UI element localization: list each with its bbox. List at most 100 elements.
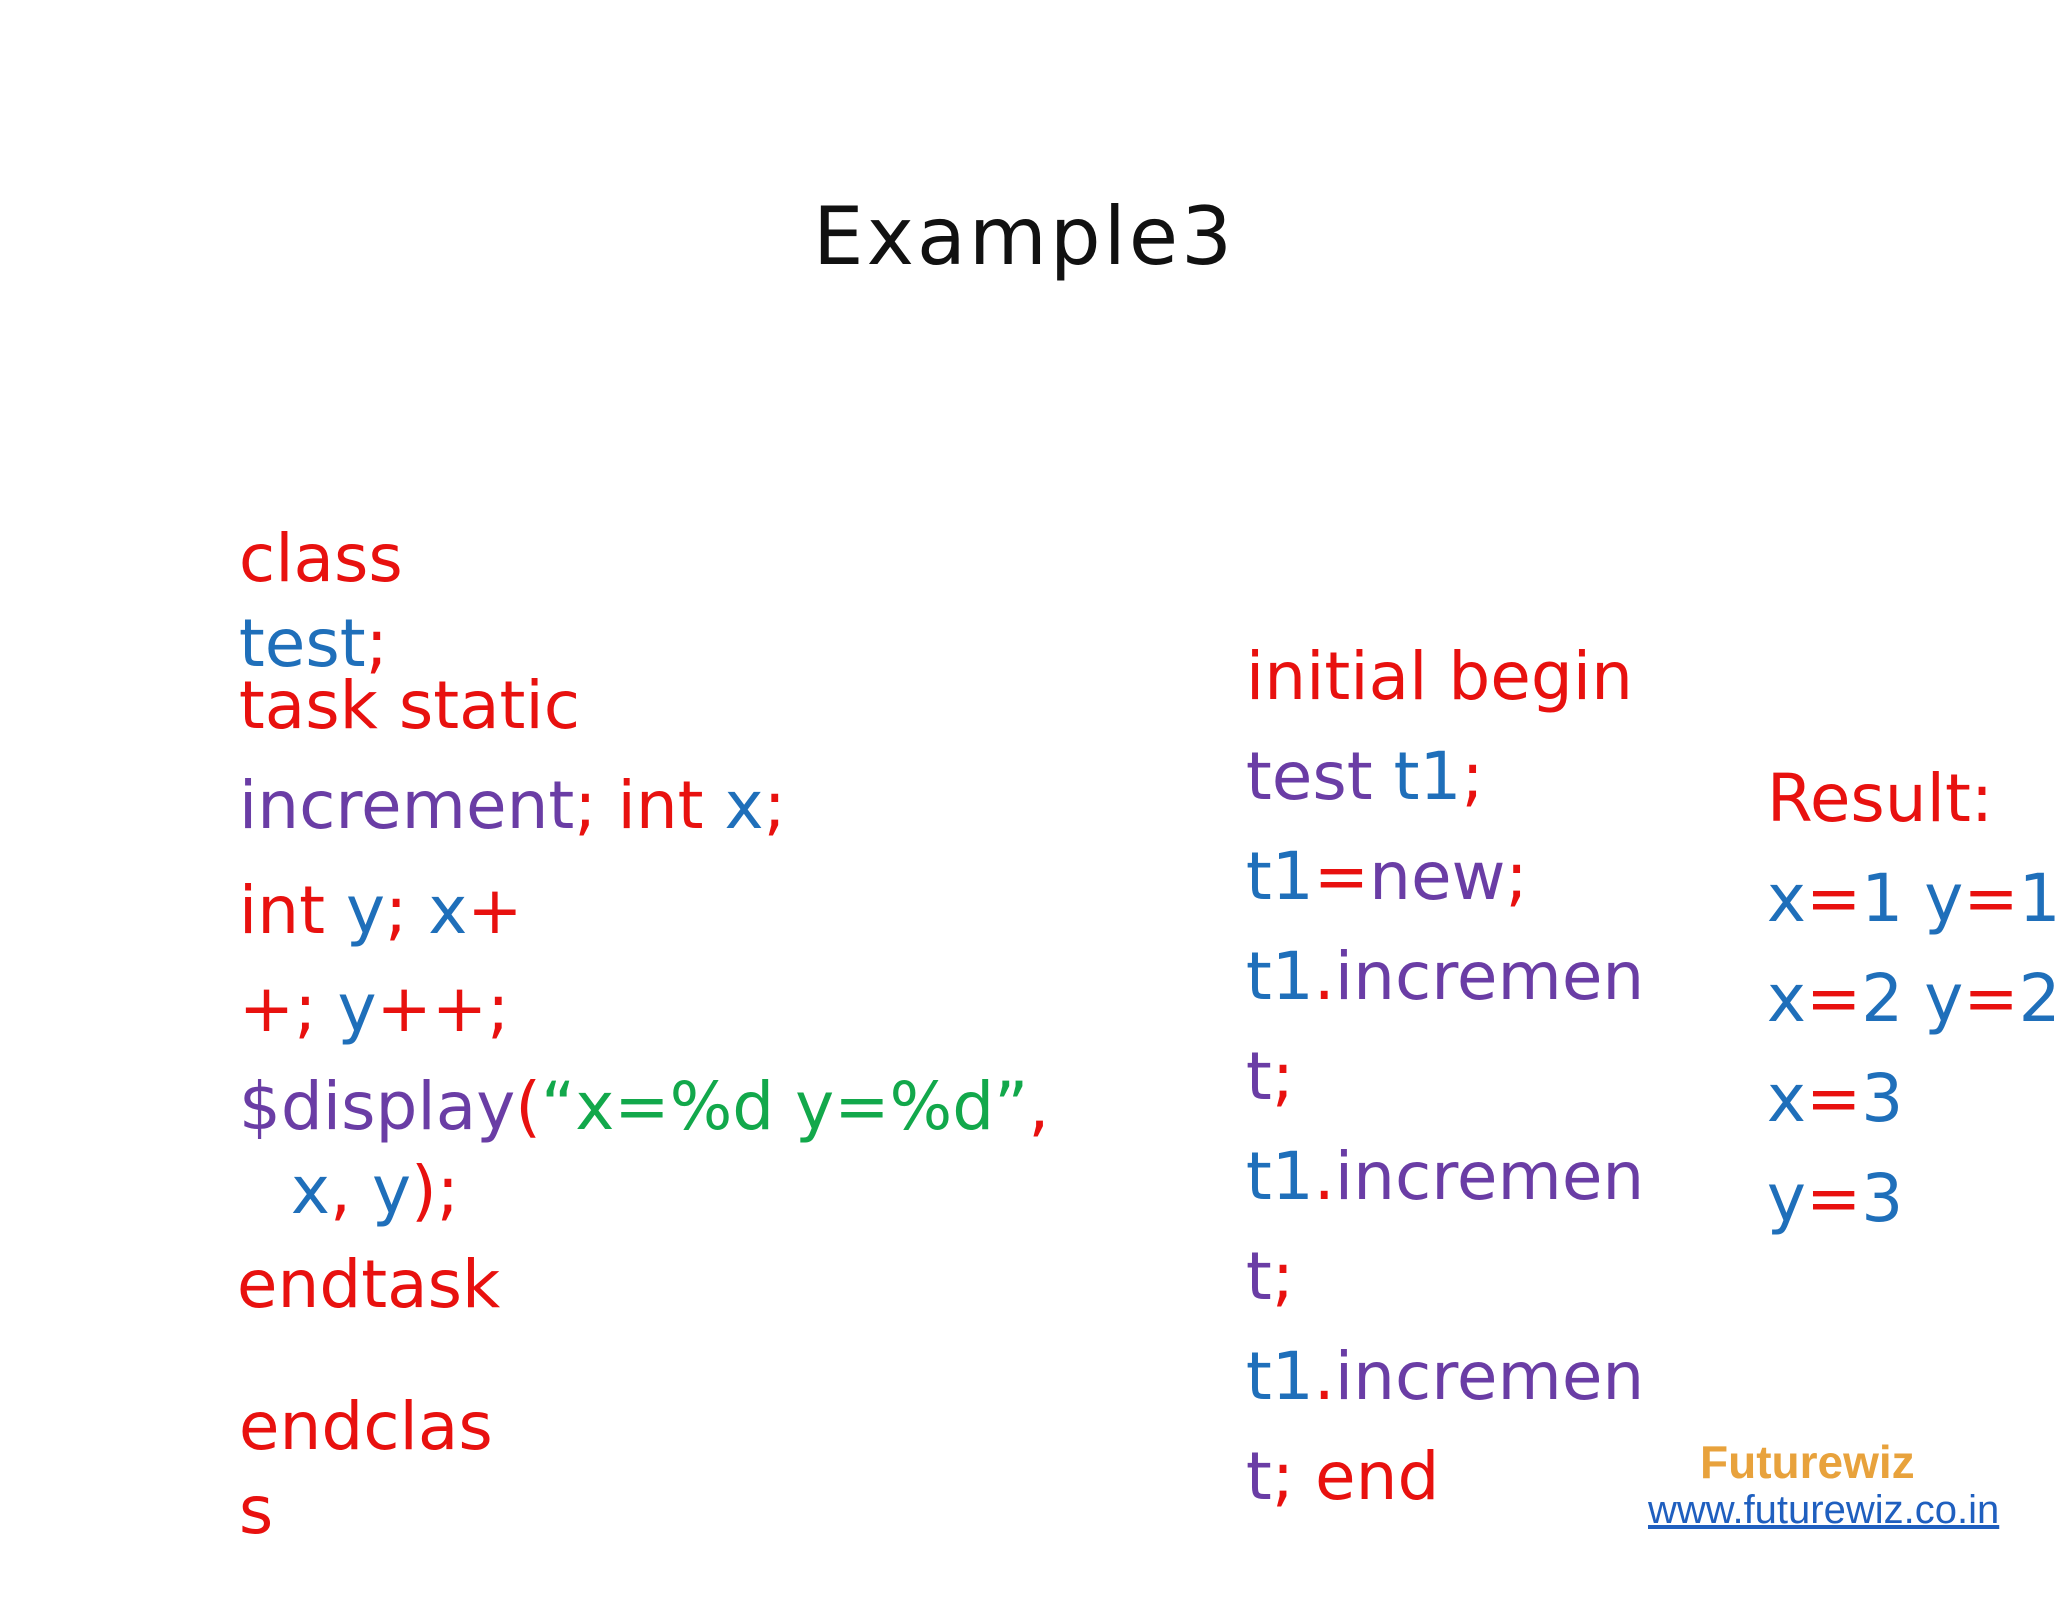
code-line: class bbox=[155, 460, 403, 658]
code-token: initial begin bbox=[1245, 638, 1633, 715]
code-line: endtask bbox=[153, 1186, 500, 1384]
code-token: y bbox=[371, 1152, 412, 1229]
code-token: t1 bbox=[1245, 1338, 1314, 1415]
code-line: int y; x+ bbox=[155, 812, 523, 1010]
code-token: ; bbox=[1461, 738, 1484, 815]
code-token: + bbox=[467, 872, 523, 949]
result-line: y=3 bbox=[1683, 1100, 1903, 1298]
left-code-block: class test; task static increment; int x… bbox=[155, 0, 1049, 1544]
code-token: = bbox=[1805, 1160, 1862, 1237]
code-line: t1.incremen bbox=[1162, 878, 1644, 1076]
code-line: x, y); bbox=[207, 1092, 459, 1290]
result-block: Result: x=1 y=1 x=2 y=2 x=3 y=3 bbox=[1683, 0, 2061, 1232]
middle-code-block: initial begin test t1; t1=new; t1.increm… bbox=[1162, 0, 1644, 1510]
code-token: 1 bbox=[2018, 860, 2061, 937]
result-line: x=3 bbox=[1683, 1000, 1903, 1198]
code-token: ++; bbox=[376, 970, 510, 1047]
code-token: incremen bbox=[1334, 1138, 1645, 1215]
code-token: task static bbox=[238, 667, 581, 744]
code-token: x bbox=[290, 1152, 330, 1229]
code-token: endclas bbox=[238, 1388, 493, 1465]
code-line: initial begin bbox=[1162, 578, 1633, 776]
code-token: ; bbox=[1271, 1438, 1316, 1515]
code-line: t1.incremen bbox=[1162, 1278, 1644, 1476]
code-token: test bbox=[238, 605, 366, 682]
code-token: ; bbox=[365, 605, 388, 682]
code-token: . bbox=[1313, 1138, 1335, 1215]
code-token: int bbox=[238, 872, 346, 949]
code-token: ; bbox=[385, 872, 429, 949]
code-token: = bbox=[1313, 838, 1370, 915]
code-token: +; bbox=[238, 970, 338, 1047]
code-token: x bbox=[1766, 1060, 1806, 1137]
code-token: $display bbox=[238, 1068, 516, 1145]
code-token: ( bbox=[515, 1068, 542, 1145]
code-token: 2 bbox=[1861, 960, 1925, 1037]
code-token: ; int bbox=[574, 767, 725, 844]
code-token: t1 bbox=[1245, 838, 1314, 915]
code-token: endtask bbox=[236, 1246, 501, 1323]
code-token: test bbox=[1245, 738, 1394, 815]
code-token: end bbox=[1315, 1438, 1440, 1515]
code-token: t1 bbox=[1245, 938, 1314, 1015]
code-token: y bbox=[1924, 860, 1964, 937]
website-link[interactable]: www.futurewiz.co.in bbox=[1648, 1488, 2000, 1532]
code-token: s bbox=[238, 1472, 274, 1549]
code-token: ; bbox=[1271, 1238, 1295, 1315]
code-token: ; bbox=[763, 767, 786, 844]
code-line: task static bbox=[155, 607, 580, 805]
code-token: . bbox=[1313, 1338, 1335, 1415]
code-token: ); bbox=[411, 1152, 460, 1229]
code-token: t1 bbox=[1245, 1138, 1314, 1215]
code-line: test t1; bbox=[1162, 678, 1484, 876]
code-token: t bbox=[1245, 1438, 1272, 1515]
code-token: = bbox=[1805, 1060, 1862, 1137]
code-token: class bbox=[238, 520, 403, 597]
code-token: = bbox=[1963, 860, 2019, 937]
code-line: endclas bbox=[155, 1328, 493, 1526]
result-line: x=1 y=1 bbox=[1683, 800, 2061, 998]
code-line: +; y++; bbox=[155, 910, 509, 1108]
code-token: x bbox=[724, 767, 764, 844]
code-token: x bbox=[428, 872, 468, 949]
code-token: y bbox=[1924, 960, 1964, 1037]
result-label: Result: bbox=[1683, 700, 1993, 898]
code-line: s bbox=[155, 1412, 273, 1610]
code-token: , bbox=[329, 1152, 372, 1229]
code-token: t bbox=[1245, 1238, 1272, 1315]
code-token: increment bbox=[238, 767, 575, 844]
code-token: incremen bbox=[1334, 938, 1645, 1015]
code-token: 3 bbox=[1861, 1060, 1904, 1137]
code-token: = bbox=[1805, 960, 1862, 1037]
code-token: y bbox=[337, 970, 377, 1047]
code-token: incremen bbox=[1334, 1338, 1645, 1415]
code-line: test; bbox=[155, 545, 388, 743]
code-line: t; end bbox=[1162, 1378, 1439, 1576]
code-line: t; bbox=[1162, 978, 1294, 1176]
code-line: $display(“x=%d y=%d”, bbox=[155, 1008, 1049, 1206]
code-line: t1.incremen bbox=[1162, 1078, 1644, 1276]
code-token: new bbox=[1369, 838, 1506, 915]
code-token: y bbox=[345, 872, 386, 949]
code-token: , bbox=[1028, 1068, 1050, 1145]
code-token: y bbox=[1766, 1160, 1806, 1237]
brand-logo-text: Futurewiz bbox=[1700, 1436, 1915, 1488]
code-token: = bbox=[1963, 960, 2019, 1037]
code-token: x bbox=[1766, 960, 1806, 1037]
code-token: t bbox=[1245, 1038, 1272, 1115]
code-token: ; bbox=[1271, 1038, 1295, 1115]
code-token: . bbox=[1313, 938, 1335, 1015]
code-line: t1=new; bbox=[1162, 778, 1528, 976]
code-token: 2 bbox=[2018, 960, 2061, 1037]
code-token: 3 bbox=[1861, 1160, 1904, 1237]
code-token: t1 bbox=[1393, 738, 1462, 815]
result-label-text: Result: bbox=[1766, 760, 1994, 837]
code-token: ; bbox=[1505, 838, 1528, 915]
code-token: = bbox=[1805, 860, 1862, 937]
code-token: “x=%d y=%d” bbox=[541, 1068, 1029, 1145]
slide-title: Example3 bbox=[813, 190, 1235, 283]
code-line: increment; int x; bbox=[155, 707, 786, 905]
code-token: x bbox=[1766, 860, 1806, 937]
code-line: t; bbox=[1162, 1178, 1294, 1376]
result-line: x=2 y=2 bbox=[1683, 900, 2061, 1098]
